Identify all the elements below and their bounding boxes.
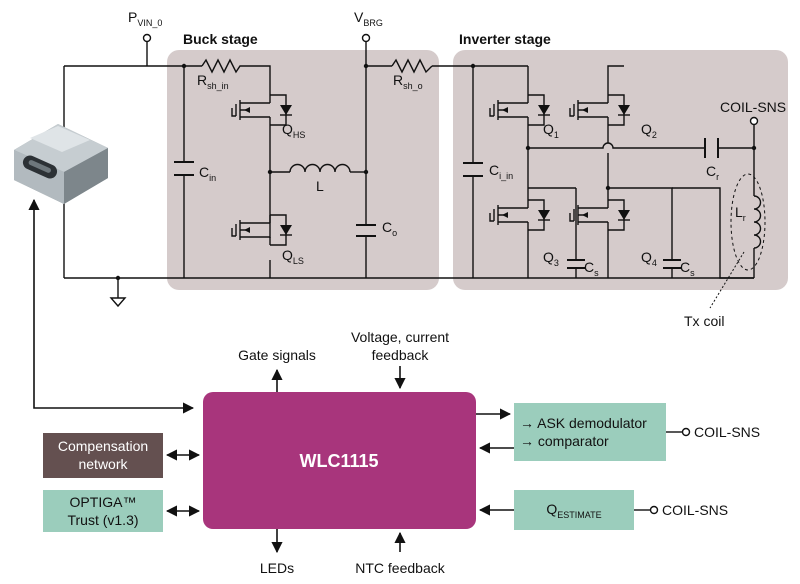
coil-sns-label-top: COIL-SNS <box>720 99 786 115</box>
leds-label: LEDs <box>260 560 294 576</box>
feedback-label-line2: feedback <box>372 347 430 363</box>
gate-signals-label: Gate signals <box>238 347 316 363</box>
optiga-trust-block <box>43 490 163 532</box>
tx-coil-outline-icon <box>730 173 766 271</box>
coil-sns-terminal-icon <box>749 116 759 126</box>
pvin-terminal-icon <box>142 33 152 43</box>
q1-mosfet-icon <box>489 94 550 126</box>
q2-label: Q2 <box>641 121 657 140</box>
q3-label: Q3 <box>543 249 559 268</box>
cs3-label: Cs <box>584 259 599 278</box>
ask-coil-sns-terminal-icon <box>681 427 691 437</box>
rsh-in-resistor-icon <box>201 58 245 74</box>
cs4-capacitor-icon <box>663 259 681 269</box>
pvin-label: PVIN_0 <box>128 9 162 28</box>
inductor-label: L <box>316 178 324 194</box>
q2-mosfet-icon <box>569 94 630 126</box>
q1-label: Q1 <box>543 121 559 140</box>
tx-coil-label: Tx coil <box>684 313 724 329</box>
ciin-capacitor-icon <box>463 162 483 177</box>
feedback-label-line1: Voltage, current <box>351 329 449 345</box>
qhs-mosfet-icon <box>231 94 292 126</box>
vbrg-terminal-icon <box>361 33 371 43</box>
rsh-o-resistor-icon <box>391 58 433 74</box>
q3-mosfet-icon <box>489 199 550 231</box>
cs4-label: Cs <box>680 259 695 278</box>
qls-mosfet-icon <box>231 214 292 246</box>
cr-label: Cr <box>706 163 719 182</box>
cs3-capacitor-icon <box>567 259 585 269</box>
optiga-label-line2: Trust (v1.3) <box>67 512 138 528</box>
ask-demodulator-block <box>514 403 666 461</box>
q-estimate-label: QESTIMATE <box>546 501 601 520</box>
ground-icon <box>109 297 127 308</box>
inverter-stage-title: Inverter stage <box>459 31 551 47</box>
ask-label-line2: → comparator <box>520 433 609 449</box>
buck-stage-title: Buck stage <box>183 31 258 47</box>
inverter-stage-panel <box>453 50 788 290</box>
q-estimate-coil-sns-terminal-icon <box>649 505 659 515</box>
lr-label: Lr <box>735 204 746 223</box>
rsh-in-label: Rsh_in <box>197 72 229 91</box>
ntc-label: NTC feedback <box>355 560 445 576</box>
qhs-label: QHS <box>282 121 305 140</box>
vbrg-label: VBRG <box>354 9 383 28</box>
ask-label-line1: → ASK demodulator <box>520 415 647 431</box>
q-estimate-coil-sns-label: COIL-SNS <box>662 502 728 518</box>
circuit-wires <box>63 42 755 298</box>
buck-stage-panel <box>167 50 439 290</box>
co-capacitor-icon <box>356 224 376 237</box>
q4-mosfet-icon <box>569 199 630 231</box>
ask-coil-sns-label: COIL-SNS <box>694 424 760 440</box>
compensation-network-block <box>43 433 163 478</box>
cin-capacitor-icon <box>174 161 194 176</box>
usb-c-connector-icon <box>14 124 108 204</box>
qls-label: QLS <box>282 247 304 266</box>
compensation-label-line1: Compensation <box>58 438 148 454</box>
cin-label: Cin <box>199 164 216 183</box>
rsh-o-label: Rsh_o <box>393 72 423 91</box>
ciin-label: Ci_in <box>489 162 513 181</box>
q-estimate-block <box>514 490 634 530</box>
junction-dots <box>115 63 757 281</box>
wlc1115-controller-block <box>203 392 476 529</box>
tx-coil-icon <box>753 195 762 249</box>
co-label: Co <box>382 219 397 238</box>
cr-capacitor-icon <box>704 138 719 158</box>
wlc1115-label: WLC1115 <box>299 451 378 471</box>
usb-controller-link <box>28 198 195 414</box>
q4-label: Q4 <box>641 249 657 268</box>
compensation-label-line2: network <box>78 456 128 472</box>
inductor-icon <box>289 163 351 173</box>
tx-coil-pointer <box>709 251 745 309</box>
optiga-label-line1: OPTIGA™ <box>70 494 137 510</box>
